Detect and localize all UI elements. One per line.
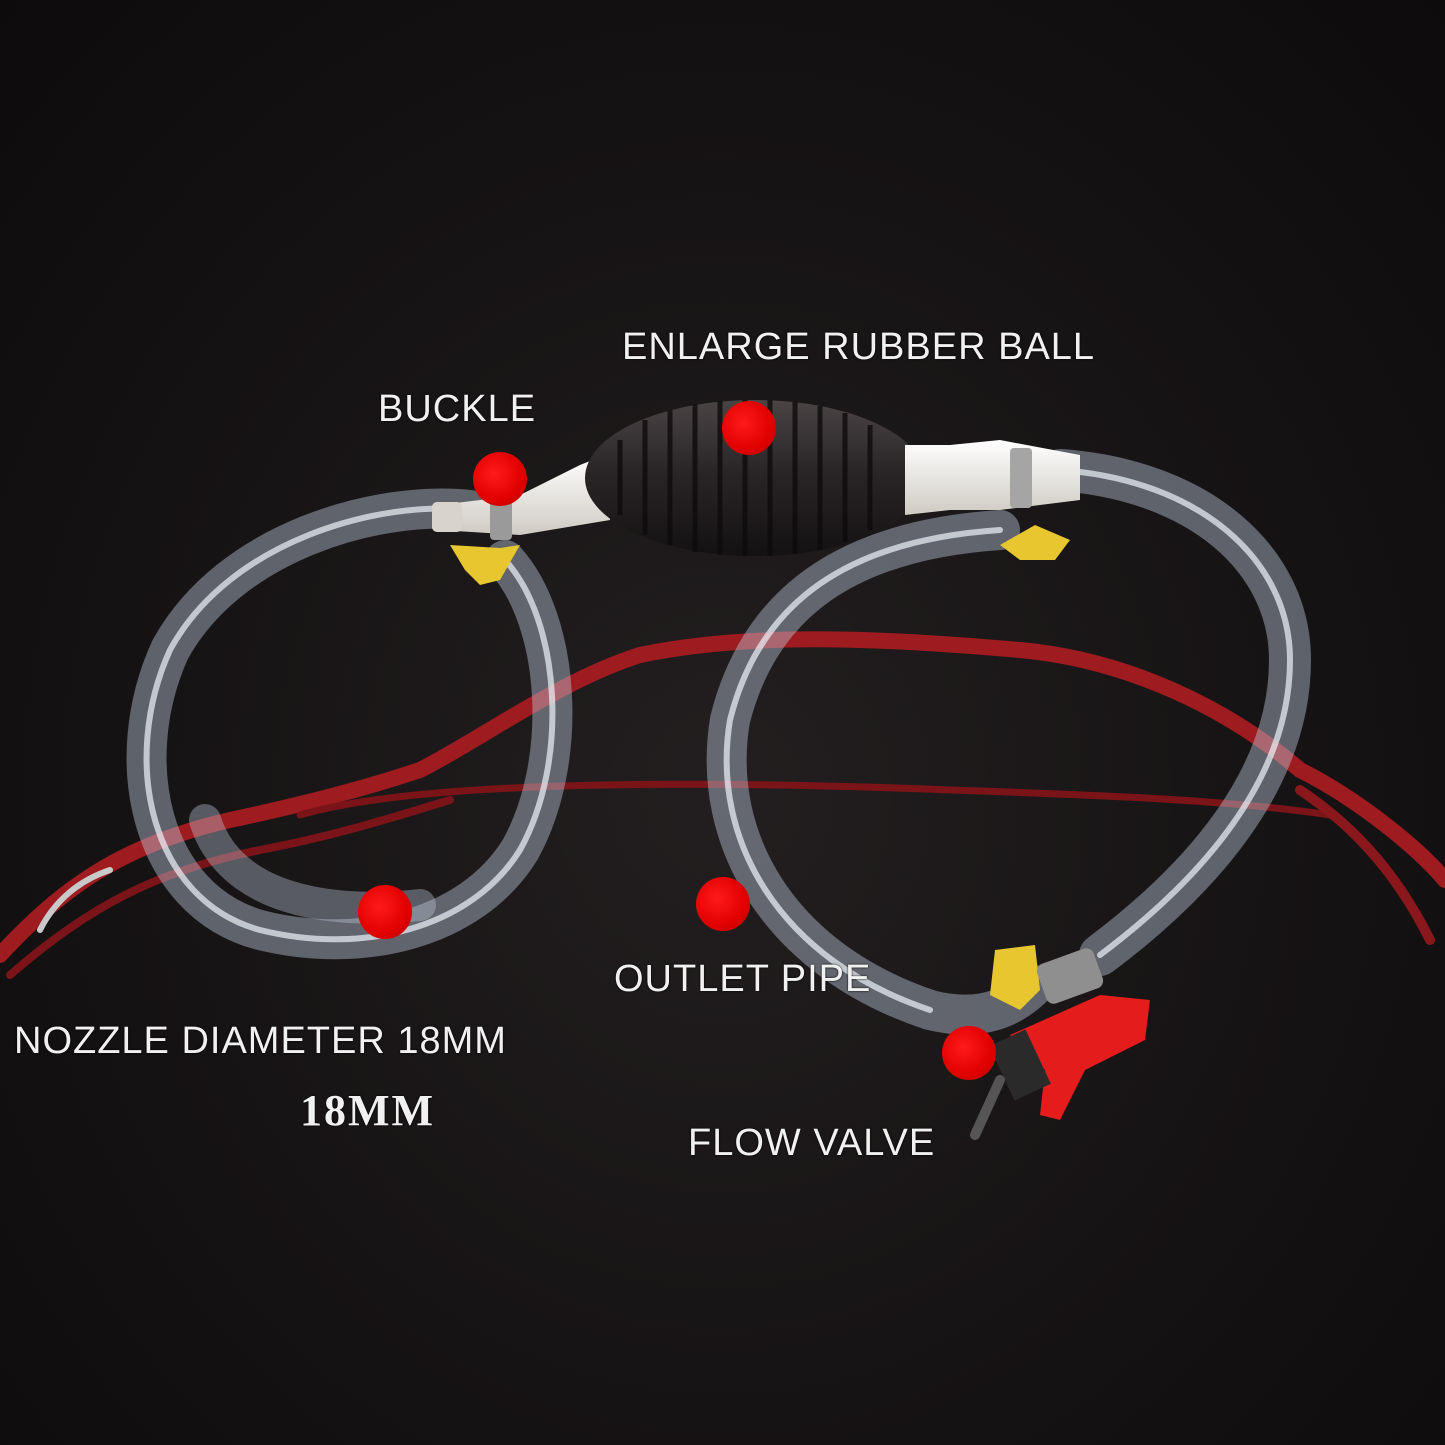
marker-rubber-ball xyxy=(722,401,776,455)
right-clamp-band xyxy=(1010,448,1032,508)
left-clamp xyxy=(450,545,520,585)
left-clamp-band xyxy=(490,500,512,540)
outlet-hose xyxy=(706,449,1312,1035)
marker-nozzle xyxy=(358,885,412,939)
right-clamp xyxy=(1000,525,1070,560)
left-fitting xyxy=(432,455,610,535)
flow-valve-body xyxy=(970,995,1150,1140)
label-size: 18MM xyxy=(300,1086,436,1135)
label-flow-valve: FLOW VALVE xyxy=(688,1122,936,1164)
label-rubber-ball: ENLARGE RUBBER BALL xyxy=(622,326,1096,368)
valve-clamp xyxy=(990,945,1040,1010)
valve-connector xyxy=(1036,948,1104,1004)
car-outline xyxy=(0,631,1445,979)
label-nozzle-diameter: NOZZLE DIAMETER 18MM xyxy=(14,1020,507,1062)
marker-flow-valve xyxy=(942,1026,996,1080)
marker-buckle xyxy=(473,452,527,506)
right-fitting xyxy=(905,440,1080,515)
rubber-bulb xyxy=(585,400,925,556)
marker-outlet-pipe xyxy=(696,877,750,931)
label-outlet-pipe: OUTLET PIPE xyxy=(614,958,872,1000)
label-buckle: BUCKLE xyxy=(378,388,537,430)
